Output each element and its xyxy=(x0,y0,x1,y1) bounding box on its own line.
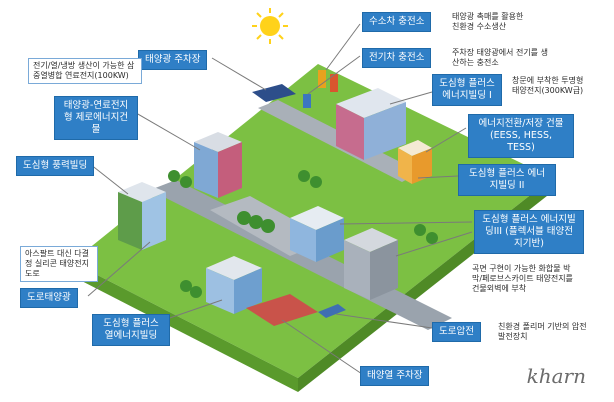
ground-edge-left xyxy=(72,262,298,392)
ev-charger xyxy=(303,94,311,108)
desc-piezo: 친환경 폴리머 기반의 압전 발전장치 xyxy=(498,322,587,341)
building-plus-3-side xyxy=(370,240,398,300)
label-solar-heat-parking: 태양열 주차장 xyxy=(360,366,430,386)
thermal-building xyxy=(206,268,234,314)
energy-storage-building xyxy=(398,148,412,184)
watermark-logo: kharn xyxy=(526,364,586,388)
desc-curved: 곡면 구현이 가능한 화합물 박막/페로브스카이트 태양전지를 건물외벽에 부착 xyxy=(472,264,573,293)
sun-icon xyxy=(260,16,280,36)
solar-carport xyxy=(252,84,296,102)
building-plus-2-roof xyxy=(290,206,344,230)
desc-hydrogen: 태양광 촉매를 활용한 친환경 수소생산 xyxy=(452,12,524,31)
building-plus-1 xyxy=(336,104,364,160)
label-road-solar: 도로태양광 xyxy=(20,288,78,308)
label-wind-building: 도심형 풍력빌딩 xyxy=(16,156,95,176)
building-plus-2 xyxy=(290,218,316,262)
hydrogen-charger xyxy=(318,70,326,88)
desc-transparent-pv: 창문에 부착한 투명형 태양전지(300KW급) xyxy=(512,76,584,95)
building-plus-2-side xyxy=(316,218,344,262)
wind-building-side xyxy=(142,192,166,250)
road-piezo-pads xyxy=(318,304,346,318)
zero-energy-side xyxy=(218,142,242,198)
label-urban-plus-1: 도심형 플러스 에너지빌딩 I xyxy=(432,74,502,106)
thermal-building-side xyxy=(234,268,262,314)
label-urban-plus-3: 도심형 플러스 에너지빌딩III (플렉서블 태양전지기반) xyxy=(474,210,584,254)
zero-energy-tower xyxy=(194,142,218,198)
desc-asphalt: 아스팔트 대신 다결정 실리콘 태양전지 도로 xyxy=(20,246,98,282)
desc-fuel-cell: 전기/열/냉방 생산이 가능한 삼중열병합 연료전지(100KW) xyxy=(28,58,142,84)
solar-heat-parking xyxy=(246,294,318,326)
label-urban-plus-2: 도심형 플러스 에너지빌딩 II xyxy=(458,164,556,196)
building-plus-1-roof xyxy=(336,88,406,118)
energy-storage-roof xyxy=(398,140,432,156)
desc-ev: 주차장 태양광에서 전기를 생산하는 충전소 xyxy=(452,48,548,67)
leader-lines xyxy=(87,23,473,375)
label-energy-conversion: 에너지전환/저장 건물 (EESS, HESS, TESS) xyxy=(468,114,574,158)
building-plus-1-side xyxy=(364,102,406,160)
building-plus-3-roof xyxy=(344,228,398,252)
label-ev-station: 전기차 충전소 xyxy=(362,48,432,68)
wind-building xyxy=(118,192,142,250)
hydrogen-charger xyxy=(330,74,338,92)
building-plus-3 xyxy=(344,240,370,300)
label-solar-parking: 태양광 주차장 xyxy=(138,50,208,70)
label-road-piezo: 도로압전 xyxy=(432,322,481,342)
label-zero-energy: 태양광-연료전지형 제로에너지건물 xyxy=(54,96,138,140)
energy-storage-side xyxy=(412,148,432,184)
label-thermal-building: 도심형 플러스 열에너지빌딩 xyxy=(92,314,170,346)
trees xyxy=(168,170,438,298)
sun-rays xyxy=(252,8,288,44)
label-hydrogen-station: 수소차 충전소 xyxy=(362,12,432,32)
